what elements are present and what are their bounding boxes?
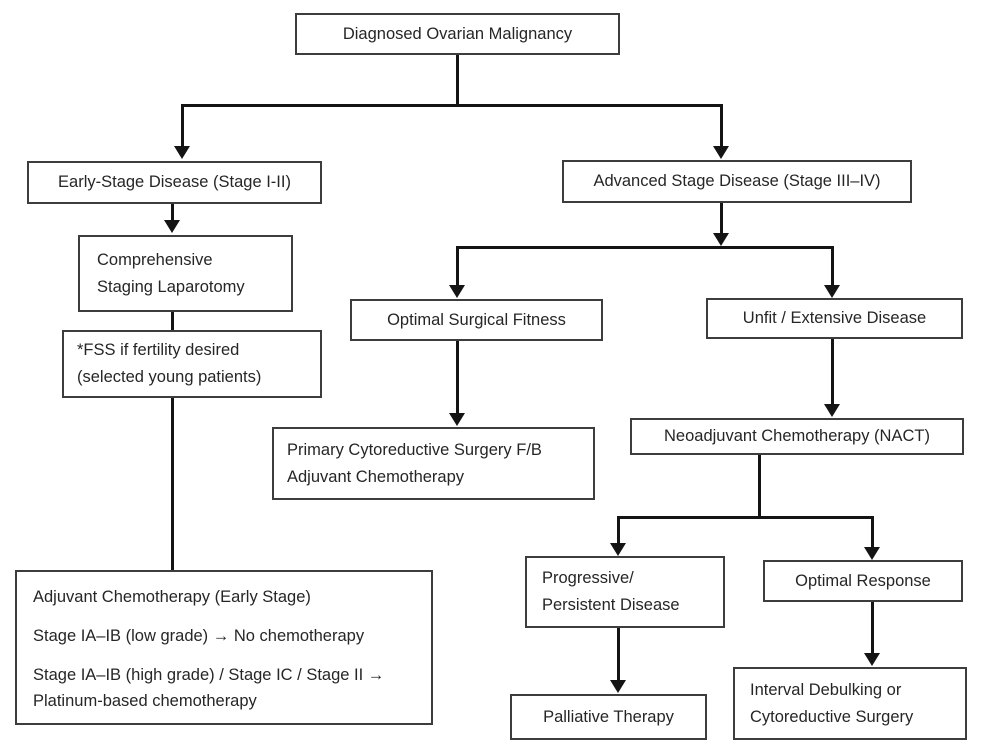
arrowhead-to-primary xyxy=(449,413,465,426)
arrowhead-to-early xyxy=(174,146,190,159)
connector-progressive-palliative-shaft xyxy=(617,628,620,681)
arrowhead-to-optimal-fitness xyxy=(449,285,465,298)
node-early-stage-disease: Early-Stage Disease (Stage I-II) xyxy=(27,161,322,204)
node-label-line2: Persistent Disease xyxy=(542,596,680,614)
node-label: Advanced Stage Disease (Stage III–IV) xyxy=(593,172,881,190)
connector-optfit-primary-shaft xyxy=(456,341,459,414)
arrowhead-to-interval xyxy=(864,653,880,666)
node-neoadjuvant-chemotherapy: Neoadjuvant Chemotherapy (NACT) xyxy=(630,418,964,455)
node-adjuvant-chemotherapy-early-stage: Adjuvant Chemotherapy (Early Stage) Stag… xyxy=(15,570,433,725)
connector-to-optimal-fitness-shaft xyxy=(456,246,459,286)
node-label: Neoadjuvant Chemotherapy (NACT) xyxy=(664,427,930,445)
connector-to-optimal-response-shaft xyxy=(871,516,874,548)
node-label-line2: Cytoreductive Surgery xyxy=(750,707,914,726)
adjuvant-rule-high-grade: Stage IA–IB (high grade) / Stage IC / St… xyxy=(33,666,385,710)
connector-unfit-nact-shaft xyxy=(831,339,834,405)
connector-optresp-interval-shaft xyxy=(871,602,874,654)
node-label-line1: *FSS if fertility desired xyxy=(77,341,240,359)
node-label: Optimal Surgical Fitness xyxy=(387,310,566,329)
connector-nact-split xyxy=(617,516,874,519)
node-primary-cytoreductive-surgery: Primary Cytoreductive Surgery F/B Adjuva… xyxy=(272,427,595,500)
node-label-line2: Staging Laparotomy xyxy=(97,277,245,296)
connector-advanced-split xyxy=(457,246,834,249)
node-palliative-therapy: Palliative Therapy xyxy=(510,694,707,740)
connector-to-advanced-shaft xyxy=(720,104,723,147)
arrowhead-to-comprehensive xyxy=(164,220,180,233)
node-comprehensive-staging-laparotomy: Comprehensive Staging Laparotomy xyxy=(78,235,293,312)
arrowhead-to-advanced xyxy=(713,146,729,159)
connector-early-comprehensive-shaft xyxy=(171,204,174,222)
connector-diagnosed-stem xyxy=(456,55,459,106)
arrowhead-to-optimal-response xyxy=(864,547,880,560)
node-progressive-persistent-disease: Progressive/ Persistent Disease xyxy=(525,556,725,628)
node-label: Unfit / Extensive Disease xyxy=(742,309,927,327)
node-label: Early-Stage Disease (Stage I-II) xyxy=(58,173,291,191)
node-label-line1: Primary Cytoreductive Surgery F/B xyxy=(287,440,542,459)
node-label: Palliative Therapy xyxy=(543,707,674,726)
node-label-line1: Comprehensive xyxy=(97,250,213,269)
connector-fss-adjuvant xyxy=(171,398,174,570)
arrowhead-advanced-stem xyxy=(713,233,729,246)
connector-comprehensive-fss xyxy=(171,312,174,330)
arrowhead-to-palliative xyxy=(610,680,626,693)
arrowhead-to-progressive xyxy=(610,543,626,556)
connector-to-early-shaft xyxy=(181,104,184,147)
connector-nact-stem xyxy=(758,455,761,519)
arrowhead-to-nact xyxy=(824,404,840,417)
node-interval-debulking-surgery: Interval Debulking or Cytoreductive Surg… xyxy=(733,667,967,740)
node-label-line1: Progressive/ xyxy=(542,569,634,587)
node-fss-fertility-sparing: *FSS if fertility desired (selected youn… xyxy=(62,330,322,398)
node-unfit-extensive-disease: Unfit / Extensive Disease xyxy=(706,298,963,339)
node-label: Diagnosed Ovarian Malignancy xyxy=(342,24,573,43)
arrowhead-to-unfit xyxy=(824,285,840,298)
node-optimal-response: Optimal Response xyxy=(763,560,963,602)
adjuvant-heading: Adjuvant Chemotherapy (Early Stage) xyxy=(33,588,311,606)
connector-advanced-stem xyxy=(720,203,723,235)
connector-to-unfit-shaft xyxy=(831,246,834,286)
adjuvant-rule-low-grade: Stage IA–IB (low grade) → No chemotherap… xyxy=(33,627,365,645)
node-label: Optimal Response xyxy=(795,571,931,590)
node-diagnosed-ovarian-malignancy: Diagnosed Ovarian Malignancy xyxy=(295,13,620,55)
node-label-line2: (selected young patients) xyxy=(77,368,262,386)
connector-to-progressive-shaft xyxy=(617,516,620,544)
node-label-line2: Adjuvant Chemotherapy xyxy=(287,467,465,486)
node-optimal-surgical-fitness: Optimal Surgical Fitness xyxy=(350,299,603,341)
node-advanced-stage-disease: Advanced Stage Disease (Stage III–IV) xyxy=(562,160,912,203)
connector-diagnosed-split xyxy=(181,104,723,107)
node-label-line1: Interval Debulking or xyxy=(750,680,902,699)
